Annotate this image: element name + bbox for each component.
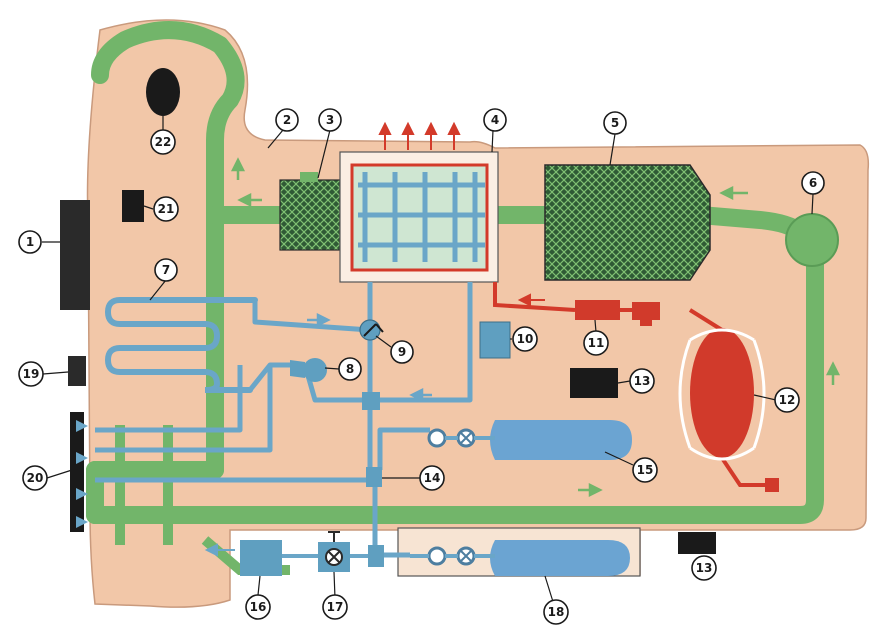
svg-text:11: 11 bbox=[588, 336, 605, 350]
svg-text:7: 7 bbox=[162, 263, 170, 277]
svg-text:20: 20 bbox=[27, 471, 44, 485]
block-21 bbox=[122, 190, 144, 222]
svg-text:2: 2 bbox=[283, 113, 291, 127]
helmet-outlet bbox=[146, 68, 180, 116]
callout-7: 7 bbox=[154, 258, 178, 282]
svg-text:5: 5 bbox=[611, 116, 619, 130]
callout-12: 12 bbox=[774, 387, 800, 413]
svg-text:15: 15 bbox=[637, 463, 654, 477]
pump-8 bbox=[303, 358, 327, 382]
tank-18 bbox=[490, 540, 630, 576]
callout-22: 22 bbox=[150, 129, 176, 155]
callout-10: 10 bbox=[512, 326, 538, 352]
coolant-coil bbox=[104, 297, 258, 393]
callout-11: 11 bbox=[583, 330, 609, 356]
svg-text:19: 19 bbox=[23, 367, 40, 381]
callout-18: 18 bbox=[543, 599, 569, 625]
port-19 bbox=[68, 356, 86, 386]
block-13a bbox=[570, 368, 618, 398]
tank-12-bracket bbox=[678, 328, 766, 461]
heat-exchanger-grid bbox=[358, 172, 485, 262]
callout-9: 9 bbox=[390, 340, 414, 364]
callout-leaders bbox=[42, 116, 814, 606]
svg-text:3: 3 bbox=[326, 113, 334, 127]
callout-16: 16 bbox=[245, 594, 271, 620]
callout-4: 4 bbox=[483, 108, 507, 132]
valve-18b-cross bbox=[460, 550, 472, 562]
unit-17-cross bbox=[327, 550, 341, 564]
unit-17-stem bbox=[328, 531, 340, 542]
tank-12-outlet bbox=[765, 478, 779, 492]
red-arrow bbox=[517, 293, 545, 307]
callout-3: 3 bbox=[318, 108, 342, 132]
svg-text:9: 9 bbox=[398, 345, 406, 359]
oxygen-tank-12 bbox=[690, 328, 754, 458]
pump-8-body bbox=[290, 360, 305, 378]
callout-5: 5 bbox=[603, 111, 627, 135]
valve-18a bbox=[427, 546, 447, 566]
svg-text:13: 13 bbox=[634, 374, 651, 388]
svg-text:8: 8 bbox=[346, 362, 354, 376]
small-filter bbox=[279, 179, 341, 251]
regeneration-filter bbox=[544, 164, 711, 281]
regulator-11b bbox=[632, 302, 660, 320]
callout-13a: 13 bbox=[629, 368, 655, 394]
svg-text:14: 14 bbox=[424, 471, 441, 485]
junction-14 bbox=[366, 467, 382, 487]
regulator-11 bbox=[575, 300, 620, 320]
panel-20 bbox=[70, 412, 84, 532]
svg-text:16: 16 bbox=[250, 600, 267, 614]
svg-text:17: 17 bbox=[327, 600, 344, 614]
heat-exhaust-arrows bbox=[378, 121, 461, 150]
valve-15a bbox=[427, 428, 447, 448]
exit-arrow bbox=[204, 543, 235, 557]
coolant-arrows bbox=[307, 312, 432, 403]
component-10 bbox=[479, 321, 511, 359]
callout-8: 8 bbox=[338, 357, 362, 381]
callout-6: 6 bbox=[801, 171, 825, 195]
callouts: 1 2 3 4 5 6 7 8 9 10 11 12 13 13 14 15 1… bbox=[18, 108, 825, 625]
callout-1: 1 bbox=[18, 230, 42, 254]
svg-text:13: 13 bbox=[696, 561, 713, 575]
callout-20: 20 bbox=[22, 465, 48, 491]
junction-a bbox=[362, 392, 380, 410]
flow-arrows bbox=[230, 157, 841, 498]
svg-text:10: 10 bbox=[517, 332, 534, 346]
callout-14: 14 bbox=[419, 465, 445, 491]
svg-text:1: 1 bbox=[26, 235, 34, 249]
callout-19: 19 bbox=[18, 361, 44, 387]
regulator-11c bbox=[640, 320, 652, 326]
callout-2: 2 bbox=[275, 108, 299, 132]
svg-text:4: 4 bbox=[491, 113, 499, 127]
svg-text:6: 6 bbox=[809, 176, 817, 190]
callout-21: 21 bbox=[153, 196, 179, 222]
svg-text:22: 22 bbox=[155, 135, 172, 149]
block-13b bbox=[678, 532, 716, 554]
callout-15: 15 bbox=[632, 457, 658, 483]
unit-16 bbox=[240, 540, 282, 576]
callout-13b: 13 bbox=[691, 555, 717, 581]
hatch-1 bbox=[60, 200, 90, 310]
fan bbox=[785, 213, 839, 267]
callout-17: 17 bbox=[322, 594, 348, 620]
panel-20-markers bbox=[76, 420, 88, 528]
svg-text:18: 18 bbox=[548, 605, 565, 619]
valve-15b-cross bbox=[460, 432, 472, 444]
svg-text:21: 21 bbox=[158, 202, 175, 216]
valve-9-handle bbox=[363, 323, 384, 337]
svg-text:12: 12 bbox=[779, 393, 796, 407]
junction-b bbox=[368, 545, 384, 567]
filter-cap bbox=[300, 172, 318, 182]
tank-15 bbox=[490, 420, 632, 460]
